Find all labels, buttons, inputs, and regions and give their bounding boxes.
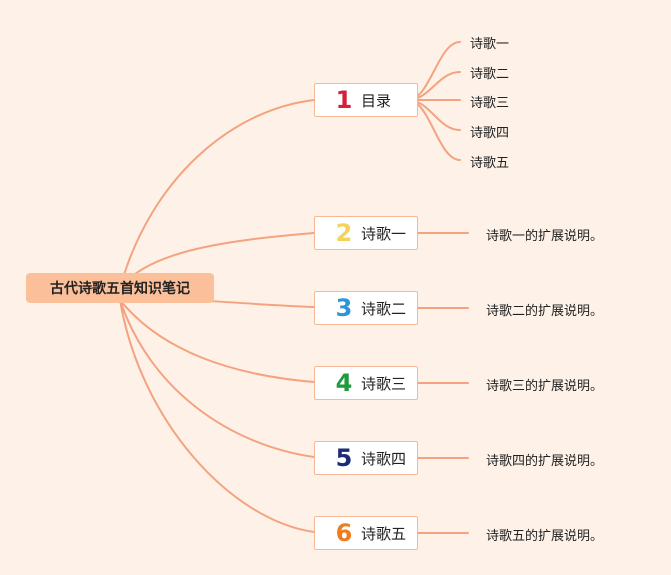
branch-label: 诗歌二	[361, 299, 407, 318]
root-title: 古代诗歌五首知识笔记	[50, 281, 190, 297]
toc-item-3[interactable]: 诗歌三	[470, 96, 510, 111]
branch-label: 诗歌三	[361, 374, 407, 393]
number-6-icon: 6	[335, 519, 353, 547]
note-poem-1[interactable]: 诗歌一的扩展说明。	[486, 229, 604, 244]
connector-root-branch-6	[119, 299, 315, 533]
connector-root-branch-5	[119, 299, 315, 458]
note-poem-4[interactable]: 诗歌四的扩展说明。	[486, 454, 604, 469]
branch-label: 诗歌一	[361, 224, 407, 243]
number-2-icon: 2	[335, 219, 353, 247]
root-node[interactable]: 古代诗歌五首知识笔记	[26, 273, 214, 303]
connector-root-branch-1	[119, 99, 315, 289]
toc-item-5[interactable]: 诗歌五	[470, 156, 510, 171]
note-poem-3[interactable]: 诗歌三的扩展说明。	[486, 379, 604, 394]
branch-label: 目录	[361, 91, 392, 110]
number-4-icon: 4	[335, 369, 353, 397]
branch-node-poem-4[interactable]: 5 诗歌四	[314, 441, 418, 475]
branch-label: 诗歌五	[361, 524, 407, 543]
branch-label: 诗歌四	[361, 449, 407, 468]
branch-node-poem-5[interactable]: 6 诗歌五	[314, 516, 418, 550]
number-1-icon: 1	[335, 86, 353, 114]
connector-root-branch-4	[119, 299, 315, 383]
number-3-icon: 3	[335, 294, 353, 322]
branch-node-poem-3[interactable]: 4 诗歌三	[314, 366, 418, 400]
toc-item-1[interactable]: 诗歌一	[470, 37, 510, 52]
note-poem-5[interactable]: 诗歌五的扩展说明。	[486, 529, 604, 544]
note-poem-2[interactable]: 诗歌二的扩展说明。	[486, 304, 604, 319]
branch-node-toc[interactable]: 1 目录	[314, 83, 418, 117]
branch-node-poem-2[interactable]: 3 诗歌二	[314, 291, 418, 325]
toc-item-4[interactable]: 诗歌四	[470, 126, 510, 141]
branch-node-poem-1[interactable]: 2 诗歌一	[314, 216, 418, 250]
number-5-icon: 5	[335, 444, 353, 472]
toc-item-2[interactable]: 诗歌二	[470, 67, 510, 82]
